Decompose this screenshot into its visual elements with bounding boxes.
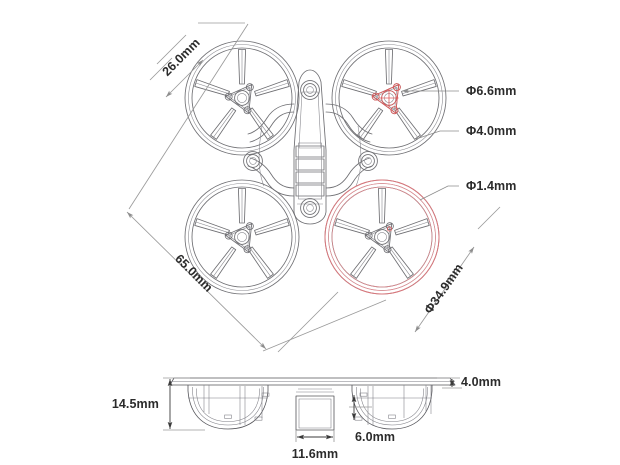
top-view-group: 26.0mm 65.0mm Φ34.9mm Φ6.6mm Φ4.0mm bbox=[126, 22, 516, 353]
frame-joint-bottom bbox=[300, 198, 320, 218]
side-ribs-right bbox=[367, 385, 432, 425]
dimension-label-11-6mm: 11.6mm bbox=[292, 447, 338, 461]
dimension-label-14-5mm: 14.5mm bbox=[112, 397, 159, 411]
side-view-group: 14.5mm 11.6mm 6.0mm 4.0mm bbox=[112, 375, 501, 461]
dimension-label-26mm: 26.0mm bbox=[160, 36, 203, 79]
duct-guard-bottom-right bbox=[324, 179, 440, 295]
side-ribs-left bbox=[203, 385, 263, 425]
frame-joint-right bbox=[358, 151, 378, 171]
callout-label-dia-6-6mm: Φ6.6mm bbox=[466, 84, 516, 98]
frame-joint-top bbox=[300, 80, 320, 100]
dimension-label-4-0mm: 4.0mm bbox=[461, 375, 501, 389]
dimension-26mm: 26.0mm bbox=[149, 22, 245, 98]
duct-guard-top-left bbox=[184, 40, 300, 156]
dimension-6-0mm: 6.0mm bbox=[349, 395, 395, 444]
dimension-label-dia-34-9mm: Φ34.9mm bbox=[421, 261, 465, 316]
callout-dia-6-6mm: Φ6.6mm bbox=[402, 84, 516, 98]
callout-dia-4-0mm: Φ4.0mm bbox=[415, 124, 516, 140]
side-center-body bbox=[295, 388, 335, 431]
dimension-4-0mm: 4.0mm bbox=[437, 375, 501, 389]
callout-label-dia-4-0mm: Φ4.0mm bbox=[466, 124, 516, 138]
dimension-label-65mm: 65.0mm bbox=[172, 252, 215, 295]
callout-dia-1-4mm: Φ1.4mm bbox=[419, 179, 516, 201]
highlighted-ring-bottom-right bbox=[324, 179, 440, 295]
frame-arms bbox=[247, 103, 373, 197]
side-duct-left bbox=[187, 384, 269, 430]
callout-label-dia-1-4mm: Φ1.4mm bbox=[466, 179, 516, 193]
dimension-dia-34-9mm: Φ34.9mm bbox=[277, 206, 501, 353]
dimension-11-6mm: 11.6mm bbox=[292, 430, 338, 461]
duct-guard-top-right bbox=[331, 40, 447, 156]
dimension-label-6-0mm: 6.0mm bbox=[355, 430, 395, 444]
dimension-14-5mm: 14.5mm bbox=[112, 377, 205, 431]
